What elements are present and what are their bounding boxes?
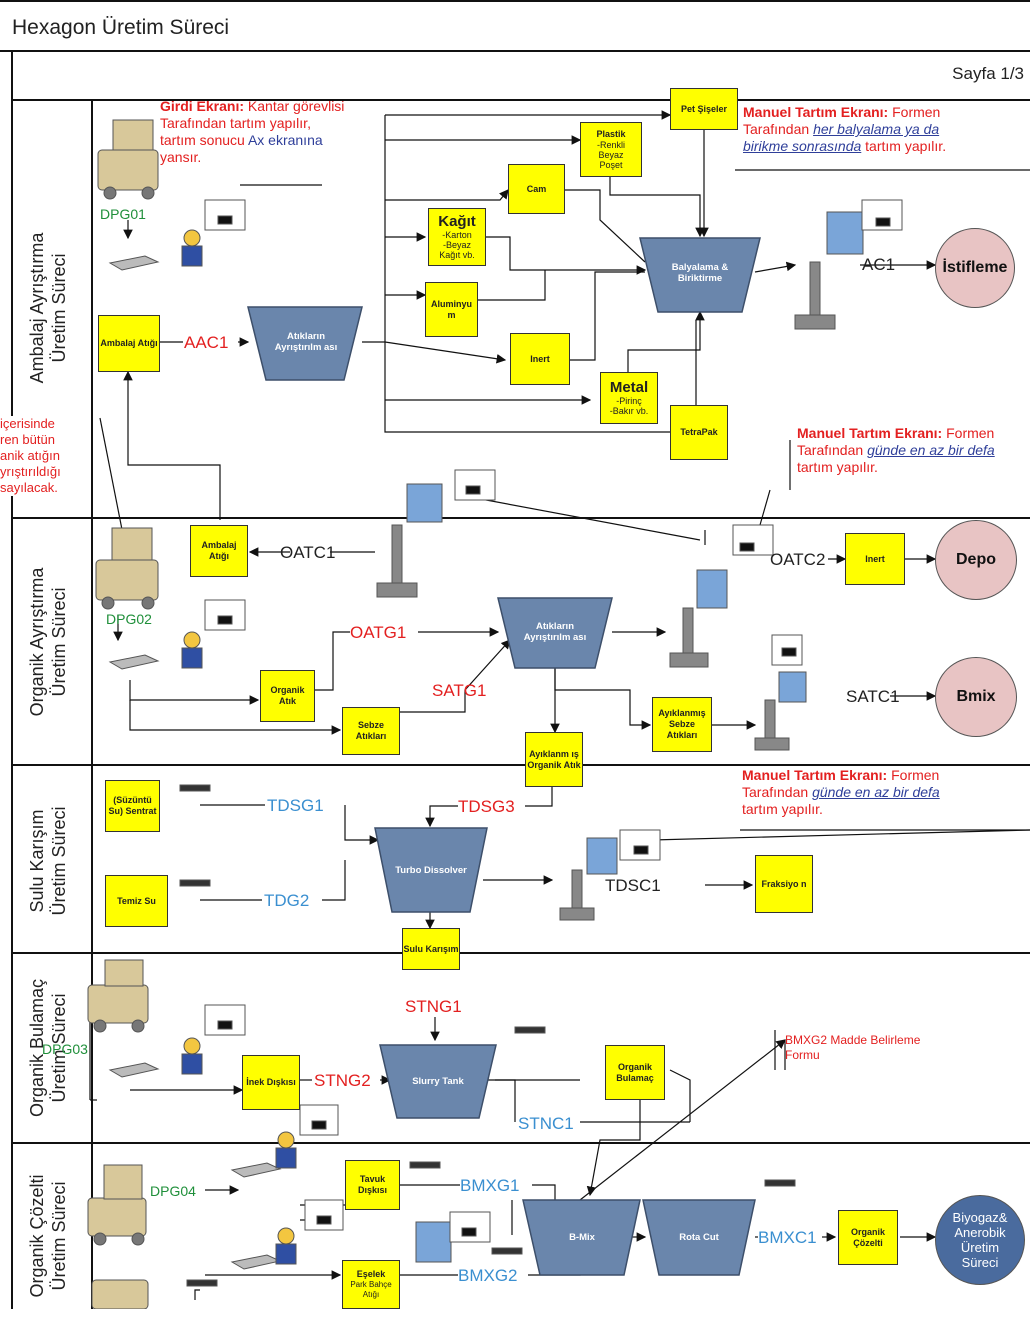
code-oatg1: OATG1	[350, 623, 407, 642]
process-atiklarin-ayristirilmasi-1: Atıkların Ayrıştırılm ası	[274, 331, 338, 353]
eselek-title: Eşelek	[356, 1269, 386, 1279]
code-tdsc1: TDSC1	[605, 876, 661, 895]
box-organik-cozelti: Organik Çözelti	[838, 1210, 898, 1265]
box-inek-diskisi: İnek Dışkısı	[242, 1055, 300, 1110]
note-side-cut: içerisinde ren bütün anik atığın yrıştır…	[0, 416, 70, 496]
box-inert-2: Inert	[845, 533, 905, 585]
kagit-item: -Beyaz	[442, 240, 471, 250]
note-manuel-tartim-2: Manuel Tartım Ekranı: Formen Tarafından …	[797, 425, 995, 475]
box-suzuntu-su: (Süzüntü Su) Sentrat	[105, 780, 160, 832]
box-fraksiyon: Fraksiyo n	[755, 855, 813, 913]
eselek-sub: Park Bahçe Atığı	[350, 1280, 392, 1299]
process-balyalama: Balyalama & Biriktirme	[671, 262, 729, 284]
note-manuel-tartim-3: Manuel Tartım Ekranı: Formen Tarafından …	[742, 767, 940, 817]
endpoint-bmix: Bmix	[935, 657, 1017, 737]
endpoint-depo: Depo	[935, 520, 1017, 600]
plastik-item: -Renkli	[596, 140, 625, 150]
box-tetrapak: TetraPak	[670, 405, 728, 460]
endpoint-biyogaz: Biyogaz& Anerobik Üretim Süreci	[935, 1195, 1025, 1285]
equipment-icons	[87, 119, 903, 1309]
box-kagit: Kağıt -Karton -Beyaz Kağıt vb.	[428, 208, 486, 266]
page-number: Sayfa 1/3	[952, 64, 1024, 83]
box-sebze-atiklari: Sebze Atıkları	[342, 707, 400, 755]
plastik-item: Poşet	[599, 160, 623, 170]
note-bmxg2-form: BMXG2 Madde Belirleme Formu	[785, 1033, 921, 1062]
box-ambalaj-atigi-2: Ambalaj Atığı	[190, 525, 248, 577]
code-aac1: AAC1	[184, 333, 229, 352]
code-bmxg1: BMXG1	[460, 1176, 520, 1195]
box-eselek: Eşelek Park Bahçe Atığı	[342, 1260, 400, 1309]
box-plastik: Plastik -Renkli Beyaz Poşet	[580, 122, 642, 177]
box-inert-1: Inert	[510, 333, 570, 385]
lane-frames	[11, 52, 1030, 1309]
box-ayiklanmis-organik: Ayıklanm ış Organik Atık	[525, 732, 583, 787]
process-b-mix: B-Mix	[569, 1231, 595, 1243]
process-atiklarin-ayristirilmasi-2: Atıkların Ayrıştırılm ası	[523, 621, 587, 643]
code-tdg2: TDG2	[264, 891, 310, 910]
box-pet-siseler: Pet Şişeler	[670, 88, 738, 130]
box-cam: Cam	[508, 164, 565, 214]
code-ac1: AC1	[862, 255, 896, 274]
code-stng2: STNG2	[314, 1071, 371, 1090]
box-sulu-karisim: Sulu Karışım	[402, 928, 460, 970]
code-stnc1: STNC1	[518, 1114, 574, 1133]
note-manuel-tartim-1: Manuel Tartım Ekranı: Formen Tarafından …	[743, 104, 947, 154]
box-ayiklanmis-sebze: Ayıklanmış Sebze Atıkları	[652, 697, 712, 752]
code-dpg02: DPG02	[106, 611, 152, 627]
box-temiz-su: Temiz Su	[105, 875, 168, 927]
box-aluminyum: Aluminyu m	[425, 282, 478, 337]
kagit-title: Kağıt	[438, 213, 476, 230]
metal-title: Metal	[609, 379, 649, 396]
box-organik-bulamac: Organik Bulamaç	[605, 1045, 665, 1100]
box-ambalaj-atigi-1: Ambalaj Atığı	[98, 315, 160, 372]
process-turbo-dissolver: Turbo Dissolver	[395, 864, 467, 876]
metal-item: -Bakır vb.	[609, 406, 649, 416]
box-organik-atik: Organik Atık	[260, 670, 315, 722]
header-bar: Hexagon Üretim Süreci	[0, 0, 1030, 52]
page-title: Hexagon Üretim Süreci	[12, 16, 230, 39]
code-bmxg2: BMXG2	[458, 1266, 518, 1285]
metal-item: -Pirinç	[616, 396, 642, 406]
code-tdsg1: TDSG1	[267, 796, 324, 815]
code-bmxc1: BMXC1	[758, 1228, 817, 1247]
process-rota-cut: Rota Cut	[679, 1231, 719, 1243]
code-stng1: STNG1	[405, 997, 462, 1016]
kagit-item: Kağıt vb.	[439, 250, 475, 260]
box-metal: Metal -Pirinç -Bakır vb.	[600, 372, 658, 424]
plastik-item: Beyaz	[598, 150, 624, 160]
plastik-title: Plastik	[596, 129, 626, 139]
code-satg1: SATG1	[432, 681, 487, 700]
code-oatc1: OATC1	[280, 543, 336, 562]
code-satc1: SATC1	[846, 687, 900, 706]
process-shapes	[247, 237, 761, 1276]
kagit-item: -Karton	[442, 230, 472, 240]
code-dpg03: DPG03	[42, 1041, 88, 1057]
code-oatc2: OATC2	[770, 550, 826, 569]
endpoint-istifleme: İstifleme	[935, 228, 1015, 308]
code-dpg04: DPG04	[150, 1183, 196, 1199]
code-tdsg3: TDSG3	[458, 797, 515, 816]
box-tavuk-diskisi: Tavuk Dışkısı	[345, 1160, 400, 1210]
note-girdi-ekrani: Girdi Ekranı: Kantar görevlisi Tarafında…	[160, 98, 345, 165]
process-slurry-tank: Slurry Tank	[412, 1075, 464, 1087]
connectors	[89, 110, 1030, 1300]
code-dpg01: DPG01	[100, 206, 146, 222]
